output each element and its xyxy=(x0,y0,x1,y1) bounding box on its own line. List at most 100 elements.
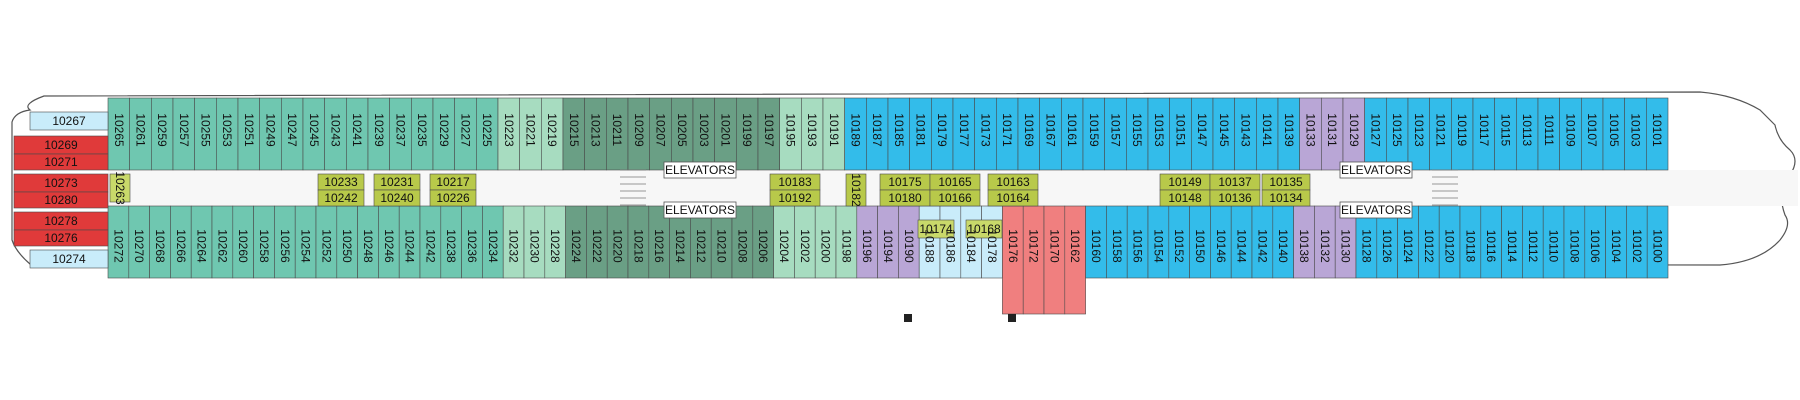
balcony-post-right xyxy=(1008,314,1016,322)
cabin-label-10265: 10265 xyxy=(112,113,126,147)
cabin-label-10197: 10197 xyxy=(762,113,776,147)
cabin-label-10120: 10120 xyxy=(1443,229,1457,263)
cabin-top-10101 xyxy=(1646,97,1669,171)
cabin-label-10210: 10210 xyxy=(715,229,729,263)
cabin-label-10102: 10102 xyxy=(1630,229,1644,263)
cabin-label-10106: 10106 xyxy=(1588,229,1602,263)
cabin-label-10195: 10195 xyxy=(784,113,798,147)
interior-label-10137: 10137 xyxy=(1218,175,1252,189)
cabin-label-10118: 10118 xyxy=(1463,230,1477,263)
cabin-label-10214: 10214 xyxy=(673,229,687,263)
cabin-label-10112: 10112 xyxy=(1526,230,1540,263)
interior-label-10226: 10226 xyxy=(436,191,470,205)
cabin-label-10173: 10173 xyxy=(979,113,993,147)
cabin-label-10122: 10122 xyxy=(1422,229,1436,263)
cabin-label-10189: 10189 xyxy=(849,113,863,147)
interior-cabin-10226 xyxy=(429,189,477,207)
cabin-label-10169: 10169 xyxy=(1022,113,1036,147)
cabin-label-10234: 10234 xyxy=(486,229,500,263)
cabin-label-10139: 10139 xyxy=(1282,113,1296,147)
cabin-label-10201: 10201 xyxy=(719,113,733,147)
stairwell-2 xyxy=(1432,169,1458,206)
cabin-label-10225: 10225 xyxy=(480,113,494,147)
cabin-label-10254: 10254 xyxy=(299,229,313,263)
cabin-label-10238: 10238 xyxy=(444,229,458,263)
cabin-label-10207: 10207 xyxy=(654,113,668,147)
cabin-label-10156: 10156 xyxy=(1131,229,1145,263)
cabin-label-10270: 10270 xyxy=(132,229,146,263)
aft-suite-10271 xyxy=(13,153,109,171)
cabin-bottom-10100 xyxy=(1646,205,1669,279)
aft-suite-label-10274: 10274 xyxy=(52,252,86,266)
aft-suite-10274 xyxy=(29,249,109,269)
interior-label-10149: 10149 xyxy=(1168,175,1202,189)
cabin-label-10257: 10257 xyxy=(177,113,191,147)
interior-label-10164: 10164 xyxy=(996,191,1030,205)
elevators-label-2: ELEVATORS xyxy=(665,203,735,217)
cabin-label-10242: 10242 xyxy=(423,229,437,263)
interior-label-10183: 10183 xyxy=(778,175,812,189)
cabin-label-10196: 10196 xyxy=(860,229,874,263)
cabin-label-10108: 10108 xyxy=(1567,229,1581,263)
cabin-label-10228: 10228 xyxy=(548,229,562,263)
cabin-label-10212: 10212 xyxy=(694,229,708,263)
cabin-label-10188: 10188 xyxy=(923,229,937,263)
elevator-box-4 xyxy=(1339,201,1413,219)
cabin-label-10236: 10236 xyxy=(465,229,479,263)
cabin-label-10241: 10241 xyxy=(350,113,364,147)
cabin-label-10216: 10216 xyxy=(652,229,666,263)
cabin-label-10117: 10117 xyxy=(1477,114,1491,147)
cabin-label-10200: 10200 xyxy=(819,229,833,263)
cabin-label-10272: 10272 xyxy=(111,229,125,263)
cabin-label-10143: 10143 xyxy=(1239,113,1253,147)
cabin-label-10152: 10152 xyxy=(1172,229,1186,263)
cabin-label-10255: 10255 xyxy=(199,113,213,147)
cabin-label-10145: 10145 xyxy=(1217,113,1231,147)
cabin-label-10176: 10176 xyxy=(1006,229,1020,263)
interior-cabin-10192 xyxy=(769,189,821,207)
interior-cabin-10166 xyxy=(929,189,981,207)
cabin-label-10206: 10206 xyxy=(756,229,770,263)
cabin-label-10220: 10220 xyxy=(611,229,625,263)
cabin-label-10243: 10243 xyxy=(329,113,343,147)
aft-suite-label-10271: 10271 xyxy=(44,155,78,169)
cabin-label-10258: 10258 xyxy=(257,229,271,263)
interior-cabin-10134 xyxy=(1261,189,1311,207)
cabin-label-10227: 10227 xyxy=(459,113,473,147)
cabin-label-10256: 10256 xyxy=(278,229,292,263)
cabin-label-10150: 10150 xyxy=(1193,229,1207,263)
cabin-label-10109: 10109 xyxy=(1564,113,1578,147)
interior-label-10148: 10148 xyxy=(1168,191,1202,205)
cabin-label-10262: 10262 xyxy=(215,229,229,263)
cabin-label-10105: 10105 xyxy=(1607,113,1621,147)
interior-cabin-10136 xyxy=(1209,189,1261,207)
interior-cabin-10168 xyxy=(965,219,1003,239)
interior-label-10182: 10182 xyxy=(849,173,863,207)
cabin-label-10237: 10237 xyxy=(394,113,408,147)
cabin-label-10230: 10230 xyxy=(527,229,541,263)
cabin-label-10219: 10219 xyxy=(545,113,559,147)
cabin-label-10194: 10194 xyxy=(881,229,895,263)
cabin-label-10224: 10224 xyxy=(569,229,583,263)
cabin-label-10264: 10264 xyxy=(195,229,209,263)
cabin-label-10184: 10184 xyxy=(964,229,978,263)
cabin-label-10171: 10171 xyxy=(1000,113,1014,147)
cabin-label-10266: 10266 xyxy=(174,229,188,263)
cabin-label-10138: 10138 xyxy=(1297,229,1311,263)
interior-cabin-10182 xyxy=(845,173,867,207)
cabin-label-10157: 10157 xyxy=(1109,113,1123,147)
cabin-label-10121: 10121 xyxy=(1434,113,1448,147)
interior-cabin-10242 xyxy=(317,189,365,207)
cabin-label-10125: 10125 xyxy=(1390,113,1404,147)
interior-label-10163: 10163 xyxy=(996,175,1030,189)
cabin-label-10113: 10113 xyxy=(1520,114,1534,147)
interior-label-10263: 10263 xyxy=(113,171,127,205)
cabin-label-10115: 10115 xyxy=(1499,114,1513,147)
cabin-label-10193: 10193 xyxy=(805,113,819,147)
cabin-label-10141: 10141 xyxy=(1260,113,1274,147)
cabin-label-10140: 10140 xyxy=(1276,229,1290,263)
interior-label-10135: 10135 xyxy=(1269,175,1303,189)
cabin-label-10204: 10204 xyxy=(777,229,791,263)
cabin-label-10208: 10208 xyxy=(735,229,749,263)
